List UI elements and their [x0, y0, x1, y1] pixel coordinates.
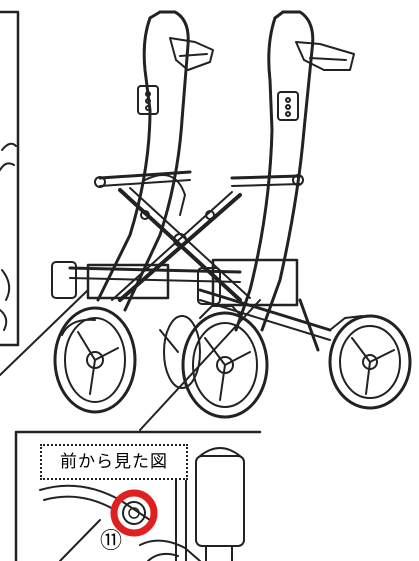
wheel-front-center [163, 305, 269, 419]
screw-highlight [110, 489, 158, 537]
left-detail-inset [0, 10, 20, 347]
seat-bars [94, 170, 304, 188]
part-number-label: ⑪ [99, 529, 122, 554]
lower-bars [51, 261, 332, 341]
handle-grips [169, 37, 355, 71]
highlight-boxes [86, 258, 299, 307]
wheel-front-right [159, 298, 412, 410]
height-adjust-badges [137, 85, 299, 121]
wheel-rear-left [53, 306, 137, 414]
front-view-caption: 前から見た図 [40, 444, 188, 480]
callout-lines [0, 289, 261, 431]
